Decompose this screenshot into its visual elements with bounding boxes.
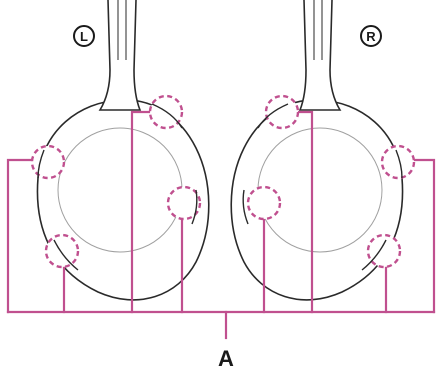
right-side-marker-label: R [366, 29, 376, 44]
left-side-marker-label: L [80, 29, 88, 44]
left-headband-arm [100, 0, 140, 110]
sensor-marker-left-lower [46, 235, 78, 267]
sensor-marker-right-outer [382, 146, 414, 178]
right-side-marker: R [361, 26, 381, 46]
right-headband-arm [300, 0, 340, 110]
leader-right-outer [410, 160, 434, 312]
sensor-marker-right-inner [248, 187, 280, 219]
callout-label: A [218, 346, 234, 371]
sensor-marker-right-top [266, 96, 298, 128]
left-side-marker: L [74, 26, 94, 46]
leader-left-outer [8, 160, 34, 312]
sensor-marker-right-lower [368, 235, 400, 267]
sensor-marker-left-outer [32, 146, 64, 178]
